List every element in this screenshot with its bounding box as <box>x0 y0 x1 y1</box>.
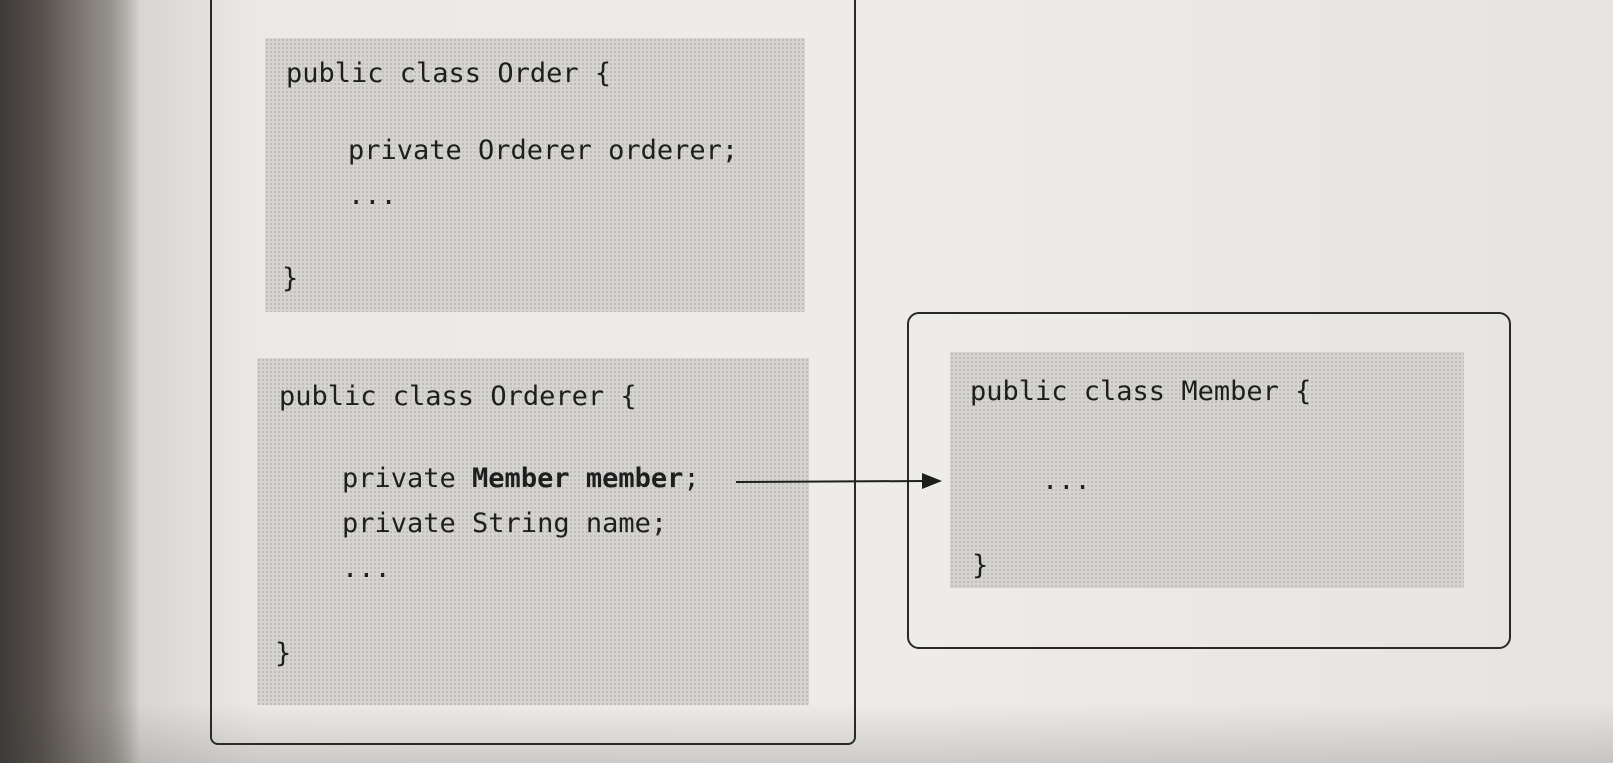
orderer-class-closing-brace: } <box>275 638 292 669</box>
order-class-header: public class Order { <box>286 58 612 89</box>
orderer-class-header: public class Orderer { <box>279 381 637 412</box>
member-class-closing-brace: } <box>972 550 989 581</box>
page-shadow <box>0 0 140 763</box>
orderer-class-code-block <box>257 358 809 705</box>
order-class-field: private Orderer orderer; <box>348 135 739 166</box>
order-aggregate-box <box>210 0 856 745</box>
orderer-member-field-suffix: ; <box>683 463 700 494</box>
orderer-name-field: private String name; <box>342 508 668 539</box>
member-class-ellipsis: ... <box>1042 465 1091 496</box>
member-class-code-block <box>950 352 1464 588</box>
bottom-shadow <box>0 703 1613 763</box>
order-class-code-block <box>265 38 805 312</box>
orderer-member-field-name: Member member <box>472 463 684 494</box>
orderer-member-field: private Member member; <box>342 465 700 492</box>
orderer-class-ellipsis: ... <box>342 553 391 584</box>
orderer-member-field-prefix: private <box>342 463 473 494</box>
order-class-ellipsis: ... <box>348 180 397 211</box>
member-class-header: public class Member { <box>970 376 1312 407</box>
order-class-closing-brace: } <box>282 263 299 294</box>
